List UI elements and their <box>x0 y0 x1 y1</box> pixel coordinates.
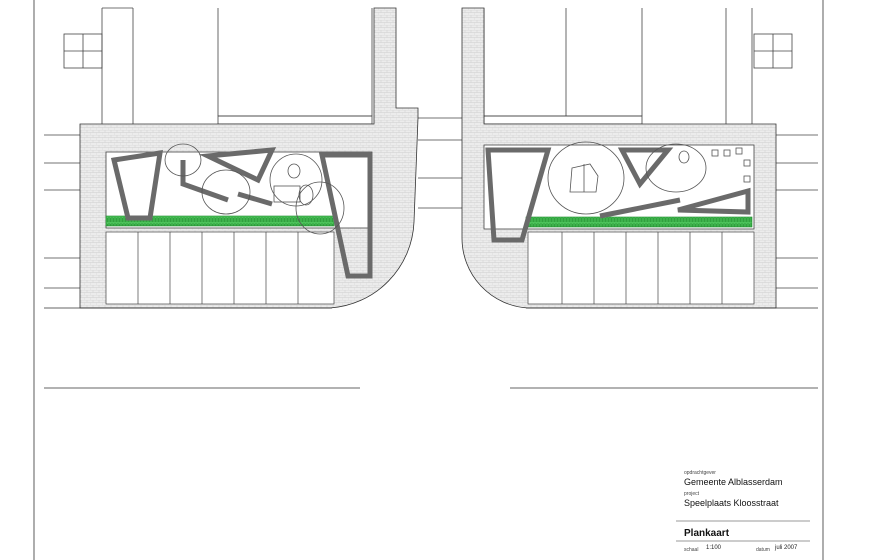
play-area-right <box>483 144 755 230</box>
scale-value: 1:100 <box>706 545 722 551</box>
title-block-frame <box>676 520 810 542</box>
bike-shelter-left <box>105 231 335 305</box>
scale-label: schaal <box>684 547 699 553</box>
playground-right <box>461 7 777 309</box>
grass-strip-right <box>525 216 753 228</box>
playground-left <box>79 7 419 309</box>
walls-right <box>485 147 751 243</box>
project-name: Speelplaats Kloosstraat <box>684 498 779 508</box>
date-value: juli 2007 <box>775 545 798 551</box>
date-label: datum <box>756 547 770 553</box>
walls-left <box>110 147 373 279</box>
play-objects-left <box>164 143 345 235</box>
bike-shelter-right <box>527 231 755 305</box>
drawing-frame <box>33 0 824 560</box>
client-label: opdrachtgever <box>684 470 716 476</box>
client-name: Gemeente Alblasserdam <box>684 477 783 487</box>
play-objects-right <box>547 141 751 215</box>
project-label: project <box>684 491 700 497</box>
drawing-title: Plankaart <box>684 528 730 539</box>
road-lines <box>44 307 818 389</box>
